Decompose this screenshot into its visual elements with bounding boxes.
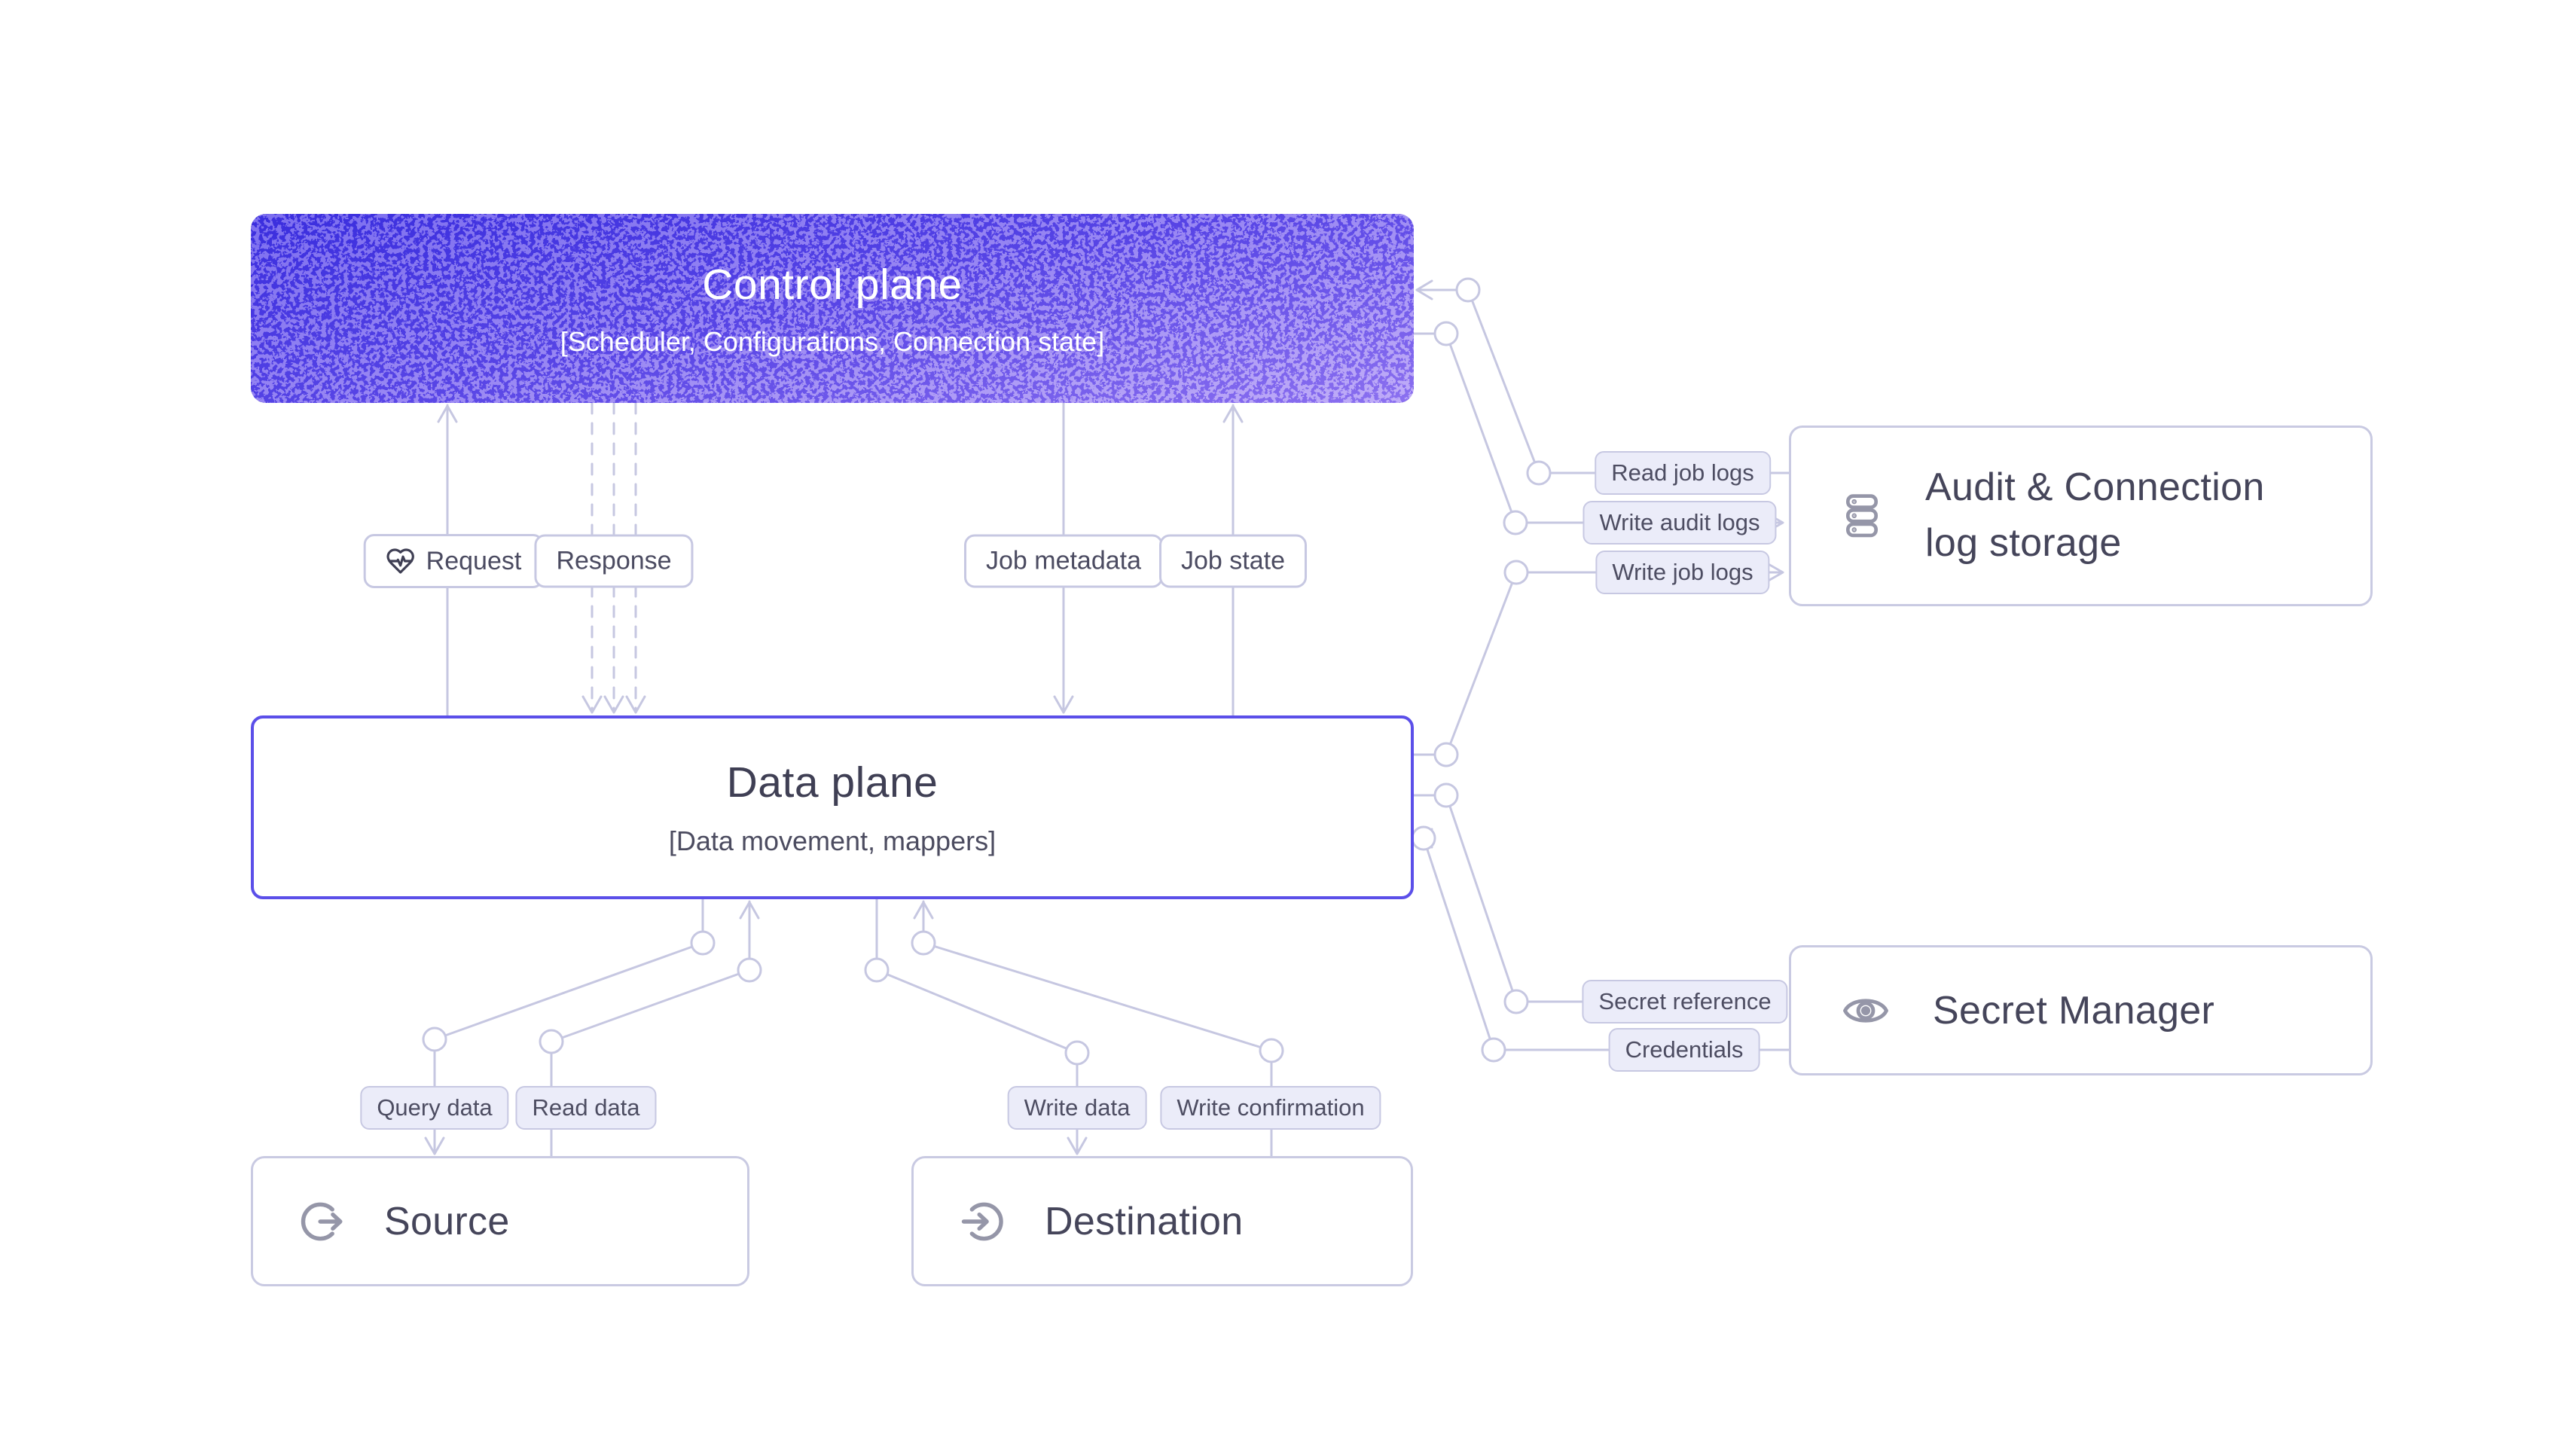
edge-label-text: Read data [532,1094,640,1121]
edge-label-write-job-logs: Write job logs [1595,551,1770,594]
edge-label-credentials: Credentials [1608,1028,1760,1072]
edge-label-write-data: Write data [1007,1086,1147,1130]
edge-label-text: Secret reference [1598,988,1772,1014]
edge-label-read-data: Read data [515,1086,657,1130]
audit-log-storage-node: Audit & Connection log storage [1789,426,2373,606]
data-plane-subtitle: [Data movement, mappers] [668,825,997,856]
database-stack-icon [1841,492,1883,540]
edge-label-text: Write job logs [1612,559,1753,585]
edge-label-read-job-logs: Read job logs [1595,451,1771,495]
edge-label-text: Query data [377,1094,493,1121]
source-node: Source [251,1156,749,1286]
eye-icon [1841,990,1891,1032]
source-title: Source [384,1199,510,1243]
edge-label-job-state: Job state [1159,534,1307,588]
edge-label-text: Write data [1024,1094,1131,1121]
control-plane-subtitle: [Scheduler, Configurations, Connection s… [560,325,1105,357]
noise-texture [251,214,1414,403]
edge-label-text: Write confirmation [1177,1094,1365,1121]
secret-manager-title: Secret Manager [1933,988,2215,1033]
secret-manager-node: Secret Manager [1789,945,2373,1075]
audit-log-storage-title: Audit & Connection log storage [1925,465,2265,565]
edge-label-text: Read job logs [1611,459,1754,486]
destination-node: Destination [911,1156,1413,1286]
edge-label-request: Request [363,534,544,588]
edge-label-job-metadata: Job metadata [963,534,1164,588]
control-plane-node: Control plane [Scheduler, Configurations… [251,214,1414,403]
edge-label-text: Request [426,546,522,575]
data-plane-node: Data plane [Data movement, mappers] [251,715,1414,899]
destination-title: Destination [1045,1199,1244,1243]
edge-label-text: Credentials [1625,1036,1744,1063]
arrow-into-circle-icon [957,1196,1009,1247]
edge-label-text: Job state [1181,546,1285,575]
data-plane-title: Data plane [726,758,939,807]
heart-pulse-icon [386,546,416,576]
edge-label-write-audit-logs: Write audit logs [1583,501,1777,545]
edge-label-text: Job metadata [985,546,1142,575]
edge-label-write-confirmation: Write confirmation [1160,1086,1381,1130]
arrow-out-of-circle-icon [297,1196,348,1247]
edge-label-response: Response [534,534,694,588]
control-plane-title: Control plane [702,260,963,309]
edge-label-text: Response [556,546,672,575]
edge-label-query-data: Query data [360,1086,509,1130]
edge-label-text: Write audit logs [1599,509,1760,535]
edge-label-secret-reference: Secret reference [1582,980,1788,1023]
